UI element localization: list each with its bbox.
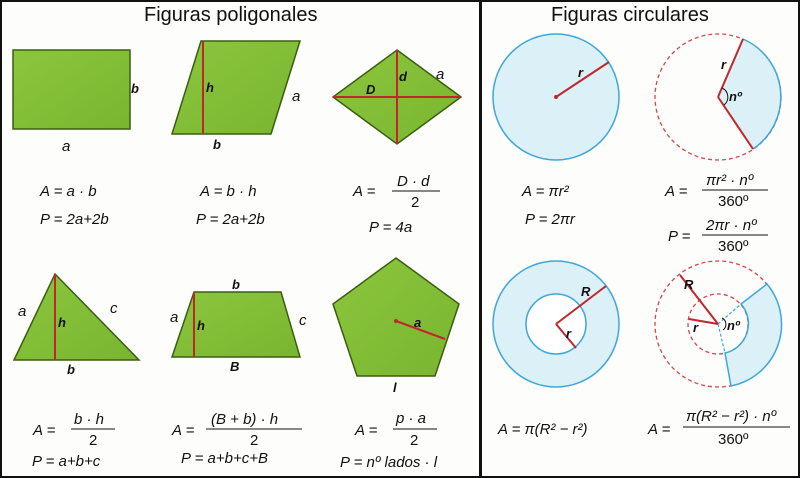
parallelogram-side-a: a	[292, 88, 300, 105]
circle-perimeter-formula: P = 2πr	[525, 211, 576, 228]
triangle-base-label: b	[67, 362, 75, 377]
rectangle-perimeter-formula: P = 2a+2b	[40, 211, 109, 228]
pentagon-apothem-label: a	[414, 315, 421, 330]
trapezoid-height-label: h	[197, 318, 205, 333]
annular-sector-shape	[724, 282, 783, 387]
sector-area-den: 360º	[718, 193, 749, 210]
trapezoid-perimeter-formula: P = a+b+c+B	[181, 450, 268, 467]
rhombus-minor-label: d	[399, 69, 408, 84]
annular-sector-angle-arc	[721, 317, 727, 331]
rhombus-figure: D d a A = D · d 2 P = 4a	[331, 49, 463, 236]
pentagon-area-num: p · a	[395, 410, 426, 427]
rectangle-figure: b a A = a · b P = 2a+2b	[12, 49, 139, 228]
sector-angle-arc	[721, 87, 729, 106]
annulus-figure: R r A = π(R² − r²)	[492, 260, 620, 438]
rhombus-area-den: 2	[411, 194, 419, 211]
triangle-height-label: h	[58, 315, 66, 330]
trapezoid-area-lhs: A =	[171, 422, 195, 439]
annular-sector-inner-radius-line	[688, 318, 719, 325]
annular-sector-angle-label: nº	[727, 318, 741, 333]
circle-area-formula: A = πr²	[521, 183, 570, 200]
trapezoid-base-label: B	[230, 359, 239, 374]
annular-sector-dashed-ray-1	[717, 303, 742, 325]
rhombus-perimeter-formula: P = 4a	[369, 219, 412, 236]
triangle-perimeter-formula: P = a+b+c	[32, 453, 101, 470]
trapezoid-area-den: 2	[250, 432, 258, 449]
annular-sector-area-den: 360º	[718, 431, 749, 448]
annulus-outer-radius-label: R	[581, 284, 591, 299]
section-divider	[479, 0, 482, 478]
parallelogram-figure: h a b A = b · h P = 2a+2b	[170, 40, 302, 228]
sector-radius-label: r	[721, 57, 727, 72]
sector-shape	[718, 39, 781, 149]
trapezoid-figure: h b a c B A = (B + b) · h 2 P = a+b+c+B	[170, 277, 307, 467]
pentagon-side-label: l	[393, 380, 397, 395]
triangle-area-den: 2	[89, 432, 97, 449]
annular-sector-outer-radius-line	[679, 274, 719, 325]
sector-area-lhs: A =	[664, 183, 688, 200]
triangle-shape	[12, 272, 141, 361]
rhombus-area-lhs: A =	[352, 183, 376, 200]
pentagon-perimeter-formula: P = nº lados · l	[340, 454, 438, 471]
parallelogram-height-label: h	[206, 80, 214, 95]
pentagon-apothem-line	[395, 320, 446, 340]
circle-radius-label: r	[578, 65, 584, 80]
circle-radius-line	[555, 61, 610, 98]
annular-sector-outer-radius-label: R	[684, 277, 694, 292]
circle-center-dot	[554, 95, 558, 99]
parallelogram-base-label: b	[213, 137, 221, 152]
pentagon-area-lhs: A =	[354, 422, 378, 439]
triangle-side-c: c	[110, 300, 118, 317]
rhombus-side-label: a	[436, 66, 444, 83]
sector-perimeter-num: 2πr · nº	[705, 217, 758, 234]
trapezoid-side-a: a	[170, 309, 178, 326]
sector-perimeter-lhs: P =	[668, 228, 691, 245]
sector-figure: r nº A = πr² · nº 360º P = 2πr · nº 360º	[654, 33, 782, 255]
pentagon-center-dot	[394, 319, 398, 323]
rhombus-major-label: D	[366, 82, 376, 97]
pentagon-figure: a l A = p · a 2 P = nº lados · l	[332, 257, 460, 471]
parallelogram-perimeter-formula: P = 2a+2b	[196, 211, 265, 228]
annulus-outer-radius-line	[555, 285, 607, 325]
rectangle-side-a: a	[62, 138, 70, 155]
sector-radius-line-1	[717, 38, 744, 98]
rectangle-area-formula: A = a · b	[39, 183, 97, 200]
parallelogram-shape	[170, 40, 302, 135]
annular-sector-area-num: π(R² − r²) · nº	[686, 408, 778, 425]
trapezoid-shape	[170, 291, 302, 358]
rectangle-shape	[12, 49, 131, 130]
annulus-area-formula: A = π(R² − r²)	[497, 421, 588, 438]
parallelogram-area-formula: A = b · h	[199, 183, 257, 200]
rhombus-area-num: D · d	[397, 173, 430, 190]
circular-section-title: Figuras circulares	[551, 4, 709, 26]
triangle-figure: h a c b A = b · h 2 P = a+b+c	[12, 272, 141, 470]
sector-radius-line-2	[717, 96, 754, 150]
triangle-side-a: a	[18, 303, 26, 320]
trapezoid-area-num: (B + b) · h	[211, 411, 278, 428]
triangle-area-lhs: A =	[32, 422, 56, 439]
sector-angle-label: nº	[729, 89, 743, 104]
annulus-inner-radius-label: r	[566, 326, 572, 341]
annular-sector-area-lhs: A =	[647, 421, 671, 438]
trapezoid-top-label: b	[232, 277, 240, 292]
annular-sector-dashed-ray-2	[717, 323, 726, 354]
circle-figure: r A = πr² P = 2πr	[492, 33, 620, 228]
sector-area-num: πr² · nº	[706, 172, 755, 189]
annular-sector-inner-radius-label: r	[693, 320, 699, 335]
annulus-inner-radius-line	[555, 323, 577, 349]
pentagon-shape	[332, 257, 460, 377]
polygonal-section-title: Figuras poligonales	[144, 4, 318, 26]
pentagon-area-den: 2	[410, 432, 418, 449]
sector-arc	[742, 38, 782, 150]
triangle-area-num: b · h	[74, 411, 104, 428]
annular-sector-figure: R r nº A = π(R² − r²) · nº 360º	[647, 260, 790, 448]
rectangle-side-b: b	[131, 81, 139, 96]
trapezoid-side-c: c	[299, 312, 307, 329]
sector-perimeter-den: 360º	[718, 238, 749, 255]
